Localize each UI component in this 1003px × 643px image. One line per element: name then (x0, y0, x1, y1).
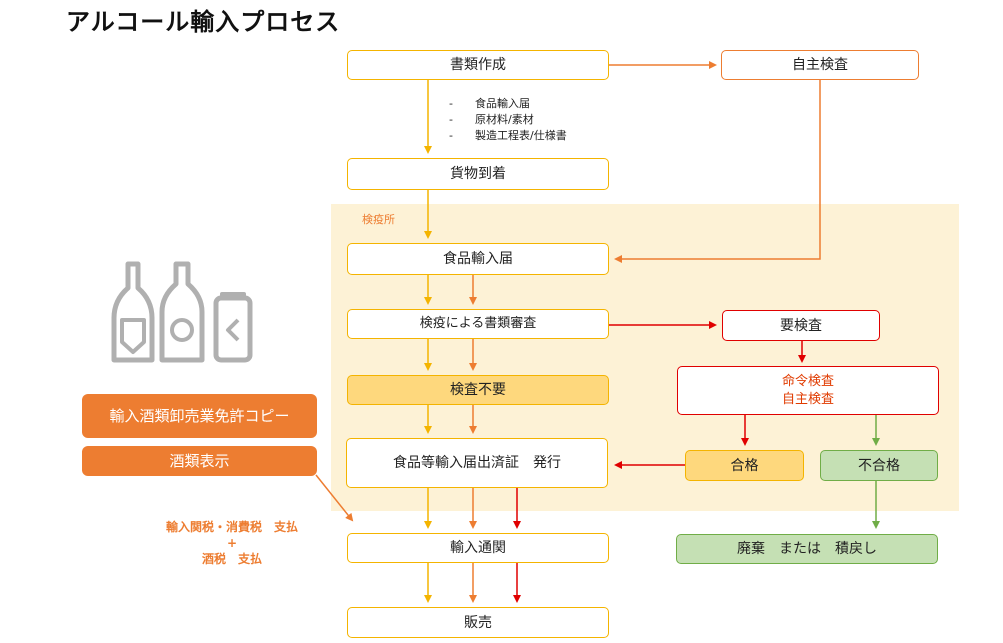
document-list: -食品輸入届 -原材料/素材 -製造工程表/仕様書 (449, 96, 567, 144)
tax-payment-note: 輸入関税・消費税 支払 + 酒税 支払 (140, 519, 324, 567)
document-list-item: -食品輸入届 (449, 97, 530, 110)
tax-line1: 輸入関税・消費税 支払 (165, 520, 298, 534)
node-food-import-notice: 食品輸入届 (347, 243, 609, 275)
node-pass: 合格 (685, 450, 804, 481)
ordered-inspection-line1: 命令検査 (781, 373, 834, 389)
node-sales: 販売 (347, 607, 609, 638)
license-copy-box: 輸入酒類卸売業免許コピー (82, 394, 317, 438)
node-certificate-issue: 食品等輸入届出済証 発行 (346, 438, 608, 488)
node-ordered-inspection: 命令検査 自主検査 (677, 366, 939, 415)
arrow-label-customs (315, 474, 354, 522)
node-customs: 輸入通関 (347, 533, 609, 563)
document-list-item: -原材料/素材 (449, 113, 534, 126)
wine-bottle-icon (111, 261, 155, 363)
arrow-self-notice (614, 80, 821, 263)
node-inspection-required: 要検査 (722, 310, 880, 341)
node-self-inspection: 自主検査 (721, 50, 919, 80)
ordered-inspection-line2: 自主検査 (781, 391, 834, 407)
document-list-item: -製造工程表/仕様書 (449, 129, 567, 142)
node-cargo-arrival: 貨物到着 (347, 158, 609, 190)
tax-line2: 酒税 支払 (201, 552, 262, 566)
page-title: アルコール輸入プロセス (66, 8, 341, 36)
beer-bottle-icon (159, 261, 205, 363)
tax-plus: + (226, 536, 238, 550)
node-fail: 不合格 (820, 450, 938, 481)
node-document-review: 検疫による書類審査 (347, 309, 609, 339)
can-icon (213, 292, 253, 363)
bottles-illustration (111, 261, 253, 363)
liquor-label-box: 酒類表示 (82, 446, 317, 476)
node-no-inspection: 検査不要 (347, 375, 609, 405)
node-documents: 書類作成 (347, 50, 609, 80)
node-dispose: 廃棄 または 積戻し (676, 534, 938, 564)
quarantine-zone-label: 検疫所 (362, 213, 395, 226)
